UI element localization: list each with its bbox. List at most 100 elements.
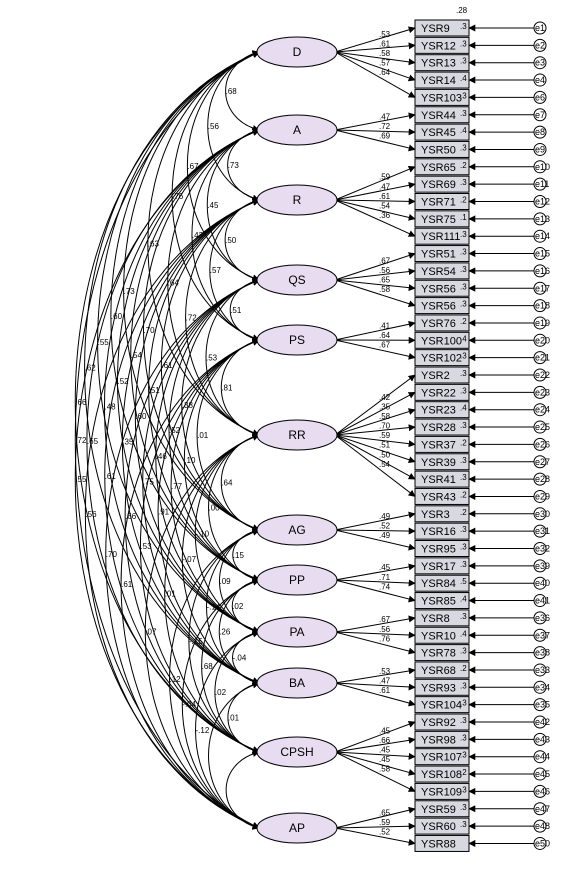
observed-box[interactable]: [414, 644, 470, 662]
observed-ysr85[interactable]: YSR85.4: [414, 592, 470, 610]
observed-ysr10[interactable]: YSR10.4: [414, 626, 470, 644]
observed-box[interactable]: [414, 782, 470, 800]
observed-box[interactable]: [414, 140, 470, 158]
latent-factor-d[interactable]: D: [256, 36, 338, 68]
observed-box[interactable]: [414, 227, 470, 245]
observed-ysr13[interactable]: YSR13.3: [414, 54, 470, 72]
observed-box[interactable]: [414, 245, 470, 263]
observed-box[interactable]: [414, 609, 470, 627]
observed-ysr12[interactable]: YSR12.3: [414, 36, 470, 54]
observed-box[interactable]: [414, 713, 470, 731]
observed-box[interactable]: [414, 678, 470, 696]
observed-ysr93[interactable]: YSR93.3: [414, 678, 470, 696]
latent-ellipse[interactable]: [256, 564, 338, 596]
observed-box[interactable]: [414, 557, 470, 575]
observed-box[interactable]: [414, 834, 470, 852]
observed-box[interactable]: [414, 540, 470, 557]
observed-box[interactable]: [414, 418, 470, 436]
observed-ysr9[interactable]: YSR9.3: [414, 19, 470, 37]
latent-factor-ps[interactable]: PS: [256, 324, 338, 356]
observed-ysr111[interactable]: YSR111.3: [414, 227, 470, 245]
observed-ysr104[interactable]: YSR104.3: [414, 696, 470, 714]
observed-ysr8[interactable]: YSR8.3: [414, 609, 470, 627]
observed-box[interactable]: [414, 262, 470, 280]
observed-box[interactable]: [414, 349, 470, 367]
latent-ellipse[interactable]: [256, 419, 338, 451]
latent-factor-rr[interactable]: RR: [256, 419, 338, 451]
observed-box[interactable]: [414, 19, 470, 37]
observed-ysr43[interactable]: YSR43.2: [414, 487, 470, 505]
observed-box[interactable]: [414, 331, 470, 349]
latent-factor-a[interactable]: A: [256, 114, 338, 146]
observed-box[interactable]: [414, 661, 470, 679]
observed-ysr88[interactable]: YSR88: [414, 834, 470, 852]
observed-ysr54[interactable]: YSR54.3: [414, 262, 470, 280]
observed-ysr41[interactable]: YSR41.3: [414, 470, 470, 488]
latent-ellipse[interactable]: [256, 184, 338, 216]
observed-box[interactable]: [414, 175, 470, 193]
observed-ysr84[interactable]: YSR84.5: [414, 574, 470, 592]
observed-ysr3[interactable]: YSR3.2: [414, 505, 470, 523]
observed-ysr14[interactable]: YSR14.4: [414, 71, 470, 89]
observed-ysr44[interactable]: YSR44.3: [414, 106, 470, 124]
latent-ellipse[interactable]: [256, 264, 338, 296]
latent-factor-qs[interactable]: QS: [256, 264, 338, 296]
observed-box[interactable]: [414, 279, 470, 297]
observed-ysr103[interactable]: YSR103.3: [414, 88, 470, 106]
observed-ysr45[interactable]: YSR45.4: [414, 123, 470, 141]
observed-box[interactable]: [414, 366, 470, 384]
latent-factor-ap[interactable]: AP: [256, 812, 338, 844]
latent-factor-pa[interactable]: PA: [256, 616, 338, 648]
observed-ysr50[interactable]: YSR50.3: [414, 140, 470, 158]
latent-factor-ba[interactable]: BA: [256, 667, 338, 699]
latent-ellipse[interactable]: [256, 736, 338, 768]
observed-box[interactable]: [414, 730, 470, 748]
observed-ysr76[interactable]: YSR76.2: [414, 314, 470, 332]
observed-box[interactable]: [414, 210, 470, 228]
observed-ysr95[interactable]: YSR95.3: [414, 540, 470, 557]
latent-ellipse[interactable]: [256, 812, 338, 844]
observed-ysr23[interactable]: YSR23.4: [414, 401, 470, 419]
latent-ellipse[interactable]: [256, 36, 338, 68]
observed-box[interactable]: [414, 158, 470, 176]
observed-ysr60[interactable]: YSR60.3: [414, 817, 470, 835]
observed-ysr98[interactable]: YSR98.3: [414, 730, 470, 748]
observed-ysr102[interactable]: YSR102.3: [414, 349, 470, 367]
observed-ysr39[interactable]: YSR39.3: [414, 453, 470, 471]
observed-box[interactable]: [414, 765, 470, 783]
observed-ysr59[interactable]: YSR59.3: [414, 800, 470, 818]
observed-ysr56[interactable]: YSR56.3: [414, 297, 470, 315]
observed-box[interactable]: [414, 435, 470, 453]
observed-ysr65[interactable]: YSR65.2: [414, 158, 470, 176]
latent-factor-r[interactable]: R: [256, 184, 338, 216]
observed-ysr78[interactable]: YSR78.3: [414, 644, 470, 662]
latent-ellipse[interactable]: [256, 667, 338, 699]
observed-box[interactable]: [414, 592, 470, 610]
observed-box[interactable]: [414, 574, 470, 592]
observed-box[interactable]: [414, 106, 470, 124]
observed-ysr16[interactable]: YSR16.3: [414, 522, 470, 540]
observed-ysr69[interactable]: YSR69.3: [414, 175, 470, 193]
latent-factor-cpsh[interactable]: CPSH: [256, 736, 338, 768]
observed-box[interactable]: [414, 71, 470, 89]
observed-box[interactable]: [414, 696, 470, 714]
observed-ysr17[interactable]: YSR17.3: [414, 557, 470, 575]
observed-box[interactable]: [414, 314, 470, 332]
observed-ysr107[interactable]: YSR107.3: [414, 748, 470, 766]
observed-ysr100[interactable]: YSR100.4: [414, 331, 470, 349]
observed-box[interactable]: [414, 487, 470, 505]
latent-ellipse[interactable]: [256, 616, 338, 648]
observed-box[interactable]: [414, 36, 470, 54]
observed-box[interactable]: [414, 401, 470, 419]
observed-ysr68[interactable]: YSR68.2: [414, 661, 470, 679]
observed-box[interactable]: [414, 453, 470, 471]
latent-ellipse[interactable]: [256, 514, 338, 546]
observed-box[interactable]: [414, 626, 470, 644]
observed-box[interactable]: [414, 54, 470, 72]
observed-box[interactable]: [414, 505, 470, 523]
latent-ellipse[interactable]: [256, 324, 338, 356]
observed-ysr2[interactable]: YSR2.3: [414, 366, 470, 384]
observed-box[interactable]: [414, 522, 470, 540]
observed-box[interactable]: [414, 123, 470, 141]
observed-ysr108[interactable]: YSR108.2: [414, 765, 470, 783]
